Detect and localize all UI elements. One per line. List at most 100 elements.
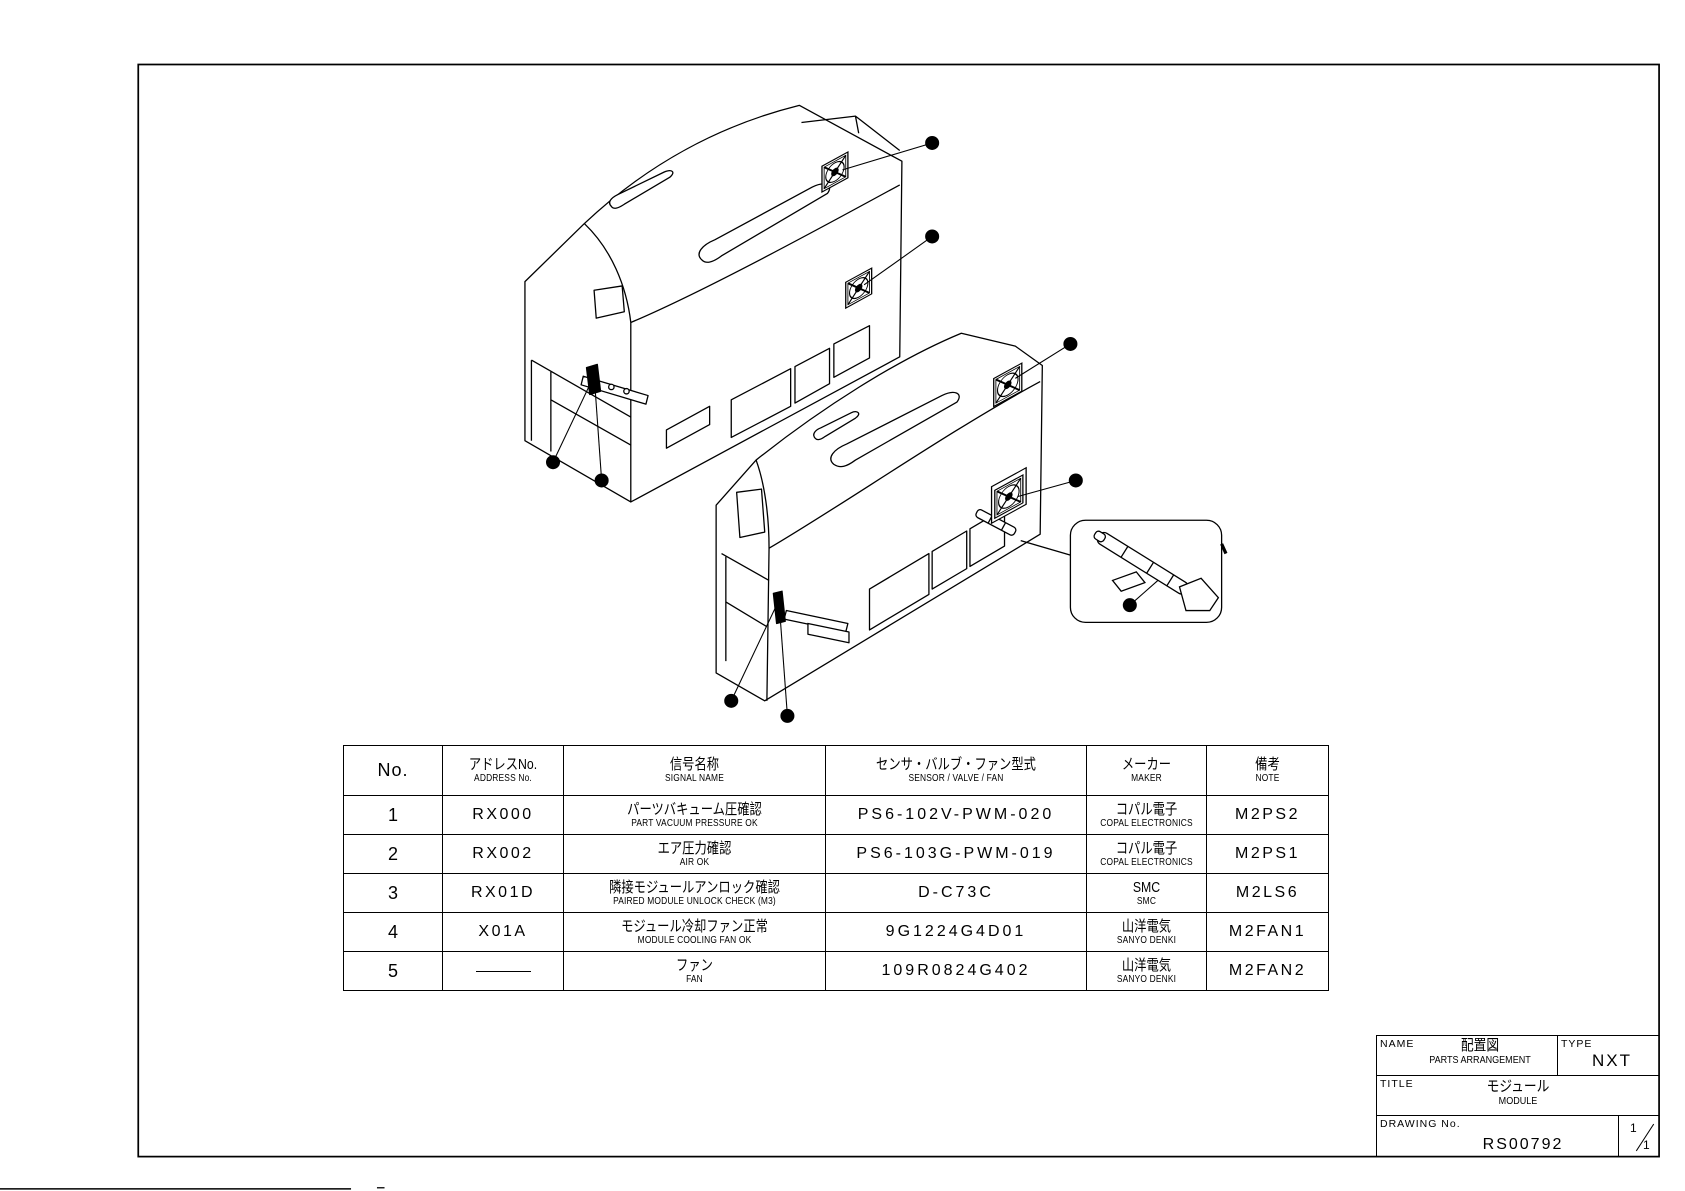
detail-view: [1020, 519, 1223, 624]
fan-hub: [1003, 380, 1012, 390]
cell-signal: モジュール冷却ファン正常 MODULE COOLING FAN OK: [563, 912, 826, 952]
row-no: 4: [387, 921, 398, 942]
row-note: M2FAN2: [1228, 962, 1307, 979]
row-no: 1: [387, 804, 398, 825]
header-address: アドレスNo. ADDRESS No.: [442, 745, 564, 796]
rear-module-end-opening: [530, 359, 632, 452]
rear-module-bracket-hole: [623, 387, 630, 395]
fan-hub: [831, 167, 839, 177]
row-no: 3: [387, 882, 398, 903]
front-module-handle: [735, 488, 766, 539]
cell-model: D-C73C: [825, 873, 1087, 913]
cell-note: M2LS6: [1206, 873, 1329, 913]
row-no: 2: [387, 843, 398, 864]
header-signal-en: SIGNAL NAME: [665, 773, 724, 784]
row-model: 9G1224G4D01: [885, 923, 1027, 940]
sheet-number: 1: [1630, 1121, 1637, 1135]
rear-module: [524, 104, 903, 503]
cell-maker: コパル電子 COPAL ELECTRONICS: [1086, 795, 1207, 835]
header-no: No.: [343, 745, 443, 796]
row-no: 5: [387, 960, 398, 981]
cell-signal: エア圧力確認 AIR OK: [563, 834, 826, 874]
row-maker-jp: 山洋電気: [1121, 956, 1172, 974]
header-note-en: NOTE: [1255, 773, 1280, 784]
cell-signal: パーツバキューム圧確認 PART VACUUM PRESSURE OK: [563, 795, 826, 835]
callout-dot: [1122, 598, 1137, 613]
detail-bracket-lower: [1111, 571, 1147, 592]
front-module-panel: [931, 530, 968, 590]
detail-view-leader: [1020, 540, 1073, 557]
cell-address: RX002: [442, 834, 564, 874]
fan-ring: [998, 484, 1020, 509]
rear-module-end-profile: [583, 223, 632, 502]
detail-cylinder-rod-end: [1093, 530, 1107, 543]
callout-dot: [546, 455, 561, 470]
row-address: RX01D: [470, 884, 536, 901]
drawing-title-en: MODULE: [1498, 1095, 1538, 1107]
fan-guard: [823, 154, 847, 190]
row-signal-en: AIR OK: [679, 856, 710, 868]
row-signal-en: PART VACUUM PRESSURE OK: [631, 817, 758, 829]
cell-model: PS6-102V-PWM-020: [825, 795, 1087, 835]
row-address: X01A: [478, 923, 528, 940]
fan-guard: [995, 365, 1021, 404]
front-module-sensor-bracket-plate: [807, 622, 850, 644]
row-note: M2FAN1: [1228, 923, 1307, 940]
rear-module-side-edge: [630, 184, 901, 324]
cooling-fan-icon: [993, 362, 1023, 408]
type-value: NXT: [1592, 1051, 1632, 1070]
row-maker-en: SANYO DENKI: [1116, 934, 1177, 946]
fan-hub: [1005, 492, 1013, 501]
leader-line: [552, 384, 591, 463]
front-module-panel: [868, 552, 930, 631]
fan-guard: [996, 477, 1022, 516]
header-maker-jp: メーカー: [1121, 756, 1172, 773]
row-model: PS6-103G-PWM-019: [856, 845, 1056, 862]
front-module-outline: [715, 332, 1043, 702]
row-address: RX000: [472, 806, 534, 823]
header-note: 備考 NOTE: [1206, 745, 1329, 796]
fan-ring: [996, 372, 1019, 398]
front-module-end-opening: [721, 553, 770, 662]
cell-note: M2PS1: [1206, 834, 1329, 874]
row-maker-en: SMC: [1136, 895, 1157, 907]
front-module-roof-slot-small: [813, 411, 860, 441]
rear-module-roof-slot-small: [608, 170, 674, 209]
table-row: 4 X01A モジュール冷却ファン正常 MODULE COOLING FAN O…: [343, 912, 1329, 952]
title-label: TITLE: [1380, 1078, 1414, 1090]
callout-dot: [925, 229, 940, 244]
cell-note: M2FAN2: [1206, 951, 1329, 991]
cell-model: 9G1224G4D01: [825, 912, 1087, 952]
front-module-sensor: [772, 590, 786, 625]
address-none-line: [475, 970, 531, 972]
title-block-divider: [1557, 1036, 1558, 1076]
callout-dot: [1063, 336, 1078, 351]
rear-module-panel: [794, 347, 831, 404]
row-maker-jp: SMC: [1132, 878, 1161, 896]
header-address-jp: アドレスNo.: [468, 756, 538, 773]
fan-ring: [825, 160, 845, 184]
row-note: M2PS1: [1235, 845, 1300, 862]
table-row: 5 ファン FAN 109R0824G402 山洋電気 SANYO DENKI …: [343, 951, 1329, 991]
title-block-divider: [1377, 1115, 1659, 1116]
parts-list-table: No. アドレスNo. ADDRESS No. 信号名称 SIGNAL NAME…: [343, 745, 1329, 991]
cell-maker: SMC SMC: [1086, 873, 1207, 913]
header-maker: メーカー MAKER: [1086, 745, 1207, 796]
cell-no: 5: [343, 951, 443, 991]
cell-note: M2FAN1: [1206, 912, 1329, 952]
row-model: 109R0824G402: [881, 962, 1031, 979]
cooling-fan-icon: [990, 466, 1027, 525]
edge-tick-mark: [1220, 543, 1228, 555]
row-maker-en: COPAL ELECTRONICS: [1100, 856, 1193, 868]
header-maker-en: MAKER: [1131, 773, 1162, 784]
leader-line: [730, 607, 777, 702]
callout-dot: [724, 693, 739, 708]
leader-line: [594, 389, 603, 481]
callout-dot: [925, 135, 940, 150]
rear-module-panel: [665, 405, 711, 449]
rear-module-panel: [833, 325, 871, 378]
leader-line: [1017, 479, 1076, 498]
drawing-name: 配置図 PARTS ARRANGEMENT: [1405, 1037, 1555, 1067]
title-block-divider: [1618, 1116, 1619, 1157]
row-model: D-C73C: [918, 884, 994, 901]
